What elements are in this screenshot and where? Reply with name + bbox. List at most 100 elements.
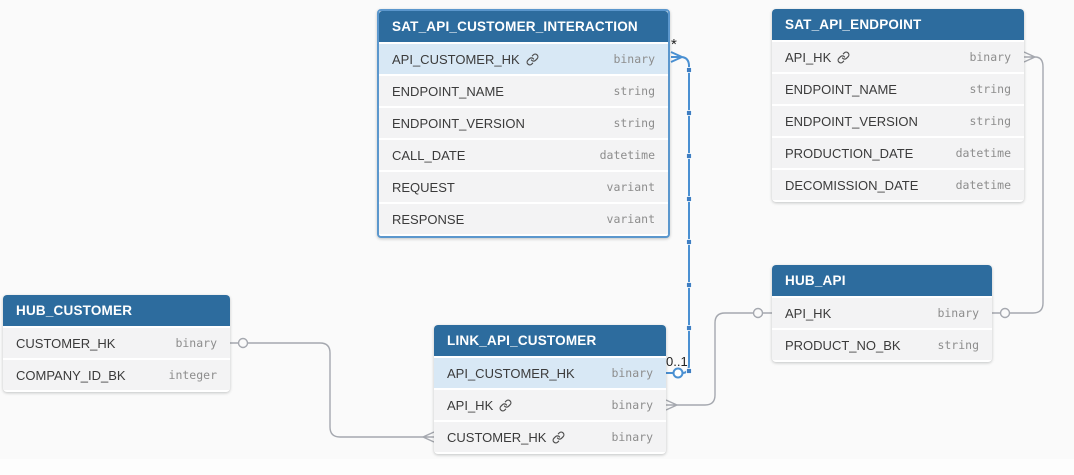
- zero-or-one-circle-marker: [237, 337, 249, 349]
- column-name: CALL_DATE: [392, 147, 466, 163]
- column-type: binary: [611, 398, 653, 412]
- edge-vertex-handle[interactable]: [686, 196, 692, 202]
- cardinality-label-zero-or-one: 0..1: [666, 354, 688, 369]
- table-header[interactable]: SAT_API_CUSTOMER_INTERACTION: [379, 11, 668, 42]
- column-type: variant: [606, 180, 655, 194]
- link-icon: [552, 431, 565, 443]
- table-sat-api-endpoint[interactable]: SAT_API_ENDPOINT API_HK binary ENDPOINT_…: [772, 9, 1024, 202]
- table-hub-api[interactable]: HUB_API API_HK binary PRODUCT_NO_BK stri…: [772, 265, 992, 362]
- relationship-hub-api-to-sat-api-endpoint[interactable]: [992, 51, 1044, 319]
- crowfoot-many-marker: [1023, 51, 1036, 63]
- relationship-sat-api-customer-interaction-to-link-api-customer-selected[interactable]: [666, 51, 692, 379]
- column-row[interactable]: ENDPOINT_VERSION string: [772, 106, 1024, 136]
- column-type: string: [613, 116, 655, 130]
- column-row[interactable]: ENDPOINT_VERSION string: [379, 108, 668, 138]
- column-type: string: [969, 82, 1011, 96]
- column-row[interactable]: API_HK binary: [772, 42, 1024, 72]
- link-icon: [526, 53, 539, 65]
- zero-or-one-circle-marker: [672, 367, 684, 379]
- column-type: variant: [606, 212, 655, 226]
- relationship-hub-customer-to-link-api-customer[interactable]: [230, 337, 435, 443]
- column-name: DECOMISSION_DATE: [785, 177, 919, 193]
- crowfoot-many-marker: [422, 431, 435, 443]
- column-name: PRODUCTION_DATE: [785, 145, 914, 161]
- edge-path[interactable]: [666, 56, 690, 374]
- zero-or-one-circle-marker: [752, 307, 764, 319]
- table-header[interactable]: HUB_CUSTOMER: [3, 295, 230, 326]
- column-name: ENDPOINT_NAME: [785, 81, 897, 97]
- link-icon: [499, 399, 512, 411]
- cardinality-label-many: *: [671, 36, 677, 53]
- column-type: binary: [969, 50, 1011, 64]
- table-title: HUB_CUSTOMER: [16, 303, 133, 318]
- column-row[interactable]: REQUEST variant: [379, 172, 668, 202]
- column-row[interactable]: DECOMISSION_DATE datetime: [772, 170, 1024, 200]
- table-title: HUB_API: [785, 273, 846, 288]
- column-type: datetime: [955, 178, 1011, 192]
- column-type: string: [937, 338, 979, 352]
- table-hub-customer[interactable]: HUB_CUSTOMER CUSTOMER_HK binary COMPANY_…: [3, 295, 230, 392]
- table-header[interactable]: LINK_API_CUSTOMER: [434, 325, 666, 356]
- column-row[interactable]: PRODUCTION_DATE datetime: [772, 138, 1024, 168]
- column-name: API_CUSTOMER_HK: [392, 51, 520, 67]
- edge-vertex-handle[interactable]: [686, 325, 692, 331]
- column-type: integer: [168, 368, 217, 382]
- table-title: SAT_API_CUSTOMER_INTERACTION: [392, 19, 638, 34]
- table-header[interactable]: SAT_API_ENDPOINT: [772, 9, 1024, 40]
- crowfoot-many-marker: [670, 51, 683, 63]
- column-row[interactable]: ENDPOINT_NAME string: [772, 74, 1024, 104]
- table-title: SAT_API_ENDPOINT: [785, 17, 922, 32]
- column-type: binary: [613, 52, 655, 66]
- edge-vertex-handle[interactable]: [686, 368, 692, 374]
- column-name: PRODUCT_NO_BK: [785, 337, 901, 353]
- crowfoot-many-marker: [665, 399, 678, 411]
- relationship-link-api-customer-to-hub-api[interactable]: [665, 307, 772, 411]
- column-type: string: [613, 84, 655, 98]
- table-header[interactable]: HUB_API: [772, 265, 992, 296]
- zero-or-one-circle-marker: [999, 307, 1011, 319]
- column-name: REQUEST: [392, 179, 455, 195]
- column-type: binary: [175, 336, 217, 350]
- edge-path[interactable]: [677, 312, 772, 406]
- column-name: API_HK: [447, 397, 494, 413]
- edge-vertex-handle[interactable]: [686, 239, 692, 245]
- table-title: LINK_API_CUSTOMER: [447, 333, 597, 348]
- edge-vertex-handle[interactable]: [686, 153, 692, 159]
- column-row[interactable]: CUSTOMER_HK binary: [434, 422, 666, 452]
- column-row[interactable]: COMPANY_ID_BK integer: [3, 360, 230, 390]
- column-name: API_HK: [785, 305, 832, 321]
- table-sat-api-customer-interaction[interactable]: SAT_API_CUSTOMER_INTERACTION API_CUSTOME…: [377, 9, 670, 238]
- column-row[interactable]: RESPONSE variant: [379, 204, 668, 234]
- edge-path[interactable]: [992, 56, 1044, 314]
- column-row[interactable]: API_HK binary: [434, 390, 666, 420]
- table-link-api-customer[interactable]: LINK_API_CUSTOMER API_CUSTOMER_HK binary…: [434, 325, 666, 454]
- column-row[interactable]: API_CUSTOMER_HK binary: [379, 44, 668, 74]
- link-icon: [837, 51, 850, 63]
- column-name: RESPONSE: [392, 211, 465, 227]
- column-name: COMPANY_ID_BK: [16, 367, 126, 383]
- column-row[interactable]: CUSTOMER_HK binary: [3, 328, 230, 358]
- column-name: CUSTOMER_HK: [16, 335, 116, 351]
- column-name: CUSTOMER_HK: [447, 429, 547, 445]
- column-name: ENDPOINT_NAME: [392, 83, 504, 99]
- canvas-page-edge: [0, 459, 1074, 475]
- column-name: API_HK: [785, 49, 832, 65]
- edge-vertex-handle[interactable]: [686, 282, 692, 288]
- column-name: API_CUSTOMER_HK: [447, 365, 575, 381]
- column-row[interactable]: PRODUCT_NO_BK string: [772, 330, 992, 360]
- column-row[interactable]: ENDPOINT_NAME string: [379, 76, 668, 106]
- column-type: binary: [611, 366, 653, 380]
- column-type: binary: [611, 430, 653, 444]
- edge-path[interactable]: [230, 342, 423, 438]
- column-type: string: [969, 114, 1011, 128]
- column-row[interactable]: CALL_DATE datetime: [379, 140, 668, 170]
- edge-vertex-handle[interactable]: [686, 67, 692, 73]
- column-row[interactable]: API_HK binary: [772, 298, 992, 328]
- edge-vertex-handle[interactable]: [686, 110, 692, 116]
- column-name: ENDPOINT_VERSION: [392, 115, 525, 131]
- column-type: binary: [937, 306, 979, 320]
- column-row[interactable]: API_CUSTOMER_HK binary: [434, 358, 666, 388]
- column-type: datetime: [955, 146, 1011, 160]
